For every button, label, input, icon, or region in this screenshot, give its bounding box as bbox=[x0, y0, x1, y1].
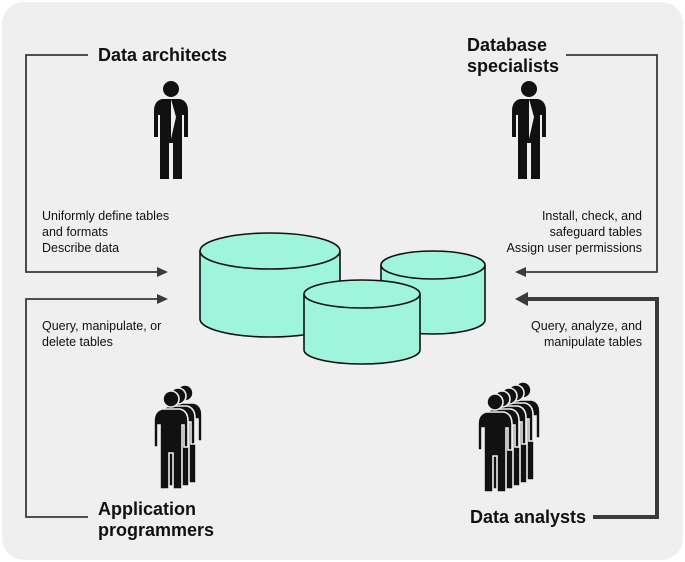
data-analysts-group-icon bbox=[478, 382, 540, 492]
arrowhead-application-programmers bbox=[157, 294, 168, 304]
arrow-application-programmers bbox=[25, 298, 160, 518]
database-specialist-person-icon bbox=[512, 81, 546, 179]
arrow-database-specialists bbox=[524, 54, 658, 273]
data-architect-person-icon bbox=[154, 81, 188, 179]
arrowhead-data-architects bbox=[157, 267, 168, 277]
tasks-database-specialists: Install, check, and safeguard tables Ass… bbox=[506, 209, 642, 255]
label-application-programmers: Application programmers bbox=[98, 499, 215, 540]
label-data-analysts: Data analysts bbox=[470, 507, 587, 527]
label-data-architects: Data architects bbox=[98, 45, 228, 65]
arrow-data-analysts bbox=[526, 297, 659, 519]
tasks-data-analysts: Query, analyze, and manipulate tables bbox=[531, 319, 642, 349]
database-cylinder-front bbox=[303, 279, 421, 365]
application-programmers-group-icon bbox=[154, 385, 202, 489]
arrowhead-data-analysts bbox=[515, 292, 528, 306]
arrow-data-architects bbox=[25, 54, 160, 273]
tasks-data-architects: Uniformly define tables and formats Desc… bbox=[42, 209, 170, 255]
label-database-specialists: Database specialists bbox=[467, 35, 560, 76]
arrowhead-database-specialists bbox=[515, 267, 526, 277]
tasks-application-programmers: Query, manipulate, or delete tables bbox=[42, 319, 162, 349]
